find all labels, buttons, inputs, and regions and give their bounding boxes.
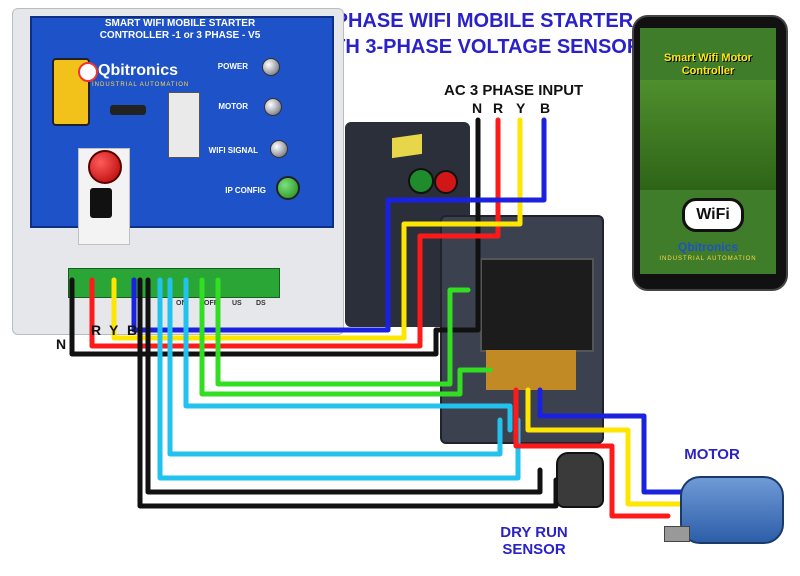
terminal-label-us: US [232, 300, 242, 307]
terminal-label-off: OFF [204, 300, 218, 307]
relay-block [486, 350, 576, 390]
motor-led-icon [264, 98, 282, 116]
diagram-title-line2: WITH 3-PHASE VOLTAGE SENSOR [308, 36, 642, 58]
indicator-label-wifi-signal: WIFI SIGNAL [208, 146, 258, 155]
starter-thumbnail [168, 92, 200, 158]
phone-app-title: Smart Wifi Motor Controller [640, 52, 776, 78]
input-wire-r [89, 117, 501, 349]
motor-icon [680, 476, 784, 544]
phone-brand-subtitle: INDUSTRIAL AUTOMATION [659, 256, 757, 262]
bottom-label-n: N [56, 336, 67, 352]
indicator-label-power: POWER [217, 62, 248, 71]
phone-greenhouse-image [640, 80, 776, 190]
motor-label: MOTOR [684, 446, 740, 463]
phone-brand: Qbitronics [677, 240, 738, 254]
wifi-signal-led-icon [270, 140, 288, 158]
terminal-label-ds: DS [256, 300, 266, 307]
stop-button-icon[interactable] [434, 170, 458, 194]
power-switch[interactable] [90, 188, 112, 218]
input-phase-r: R [493, 100, 504, 116]
dry-run-sensor-label: DRY RUN SENSOR [486, 524, 582, 558]
power-led-icon [262, 58, 280, 76]
input-phase-n: N [472, 100, 483, 116]
indicator-label-motor: MOTOR [218, 102, 248, 111]
bottom-label-b: B [127, 322, 138, 338]
terminal-label-on: ON [176, 300, 187, 307]
phone-app-title-line1: Smart Wifi Motor [664, 52, 752, 64]
phone-app-title-line2: Controller [681, 65, 735, 77]
brand-logo-icon [78, 62, 98, 82]
dry-run-sensor-icon [556, 452, 604, 508]
motor-wire-red [513, 387, 671, 519]
terminal-strip [68, 268, 280, 298]
control-wire-green-2 [199, 277, 493, 397]
input-wire-b [131, 117, 547, 333]
bottom-label-r: R [91, 322, 102, 338]
diagram-title-line1: 3-PHASE WIFI MOBILE STARTER [316, 10, 634, 32]
router-icon [110, 105, 146, 115]
ip-config-button[interactable] [276, 176, 300, 200]
dry-run-sensor-label-line1: DRY RUN [500, 524, 568, 541]
input-wire-n [69, 117, 481, 357]
control-wire-green-1 [215, 277, 471, 387]
sensor-wire-cyan-3 [157, 277, 521, 481]
emergency-knob-icon[interactable] [88, 150, 122, 184]
dry-run-sensor-label-line2: SENSOR [502, 541, 566, 558]
input-phase-b: B [540, 100, 551, 116]
controller-brand: Qbitronics [98, 62, 179, 79]
controller-title-line1: SMART WIFI MOBILE STARTER [104, 18, 256, 29]
indicator-label-ip-config: IP CONFIG [225, 186, 266, 195]
dry-run-wire-black-1 [145, 277, 543, 495]
motor-wire-blue [537, 387, 693, 495]
sensor-wire-cyan-2 [167, 277, 503, 457]
controller-title-line2: CONTROLLER -1 or 3 PHASE - V5 [99, 30, 261, 41]
motor-wire-yellow [525, 387, 689, 507]
input-wire-y [111, 117, 523, 341]
controller-brand-subtitle: INDUSTRIAL AUTOMATION [92, 82, 190, 88]
wifi-icon: WiFi [682, 198, 744, 232]
sensor-wire-cyan-1 [183, 277, 513, 433]
start-button-icon[interactable] [408, 168, 434, 194]
input-label: AC 3 PHASE INPUT [444, 82, 584, 99]
diagram-title: 3-PHASE WIFI MOBILE STARTER WITH 3-PHASE… [305, 8, 645, 60]
controller-title: SMART WIFI MOBILE STARTER CONTROLLER -1 … [30, 18, 330, 42]
input-phase-y: Y [516, 100, 526, 116]
motor-shaft-icon [664, 526, 690, 542]
bottom-label-y: Y [109, 322, 119, 338]
